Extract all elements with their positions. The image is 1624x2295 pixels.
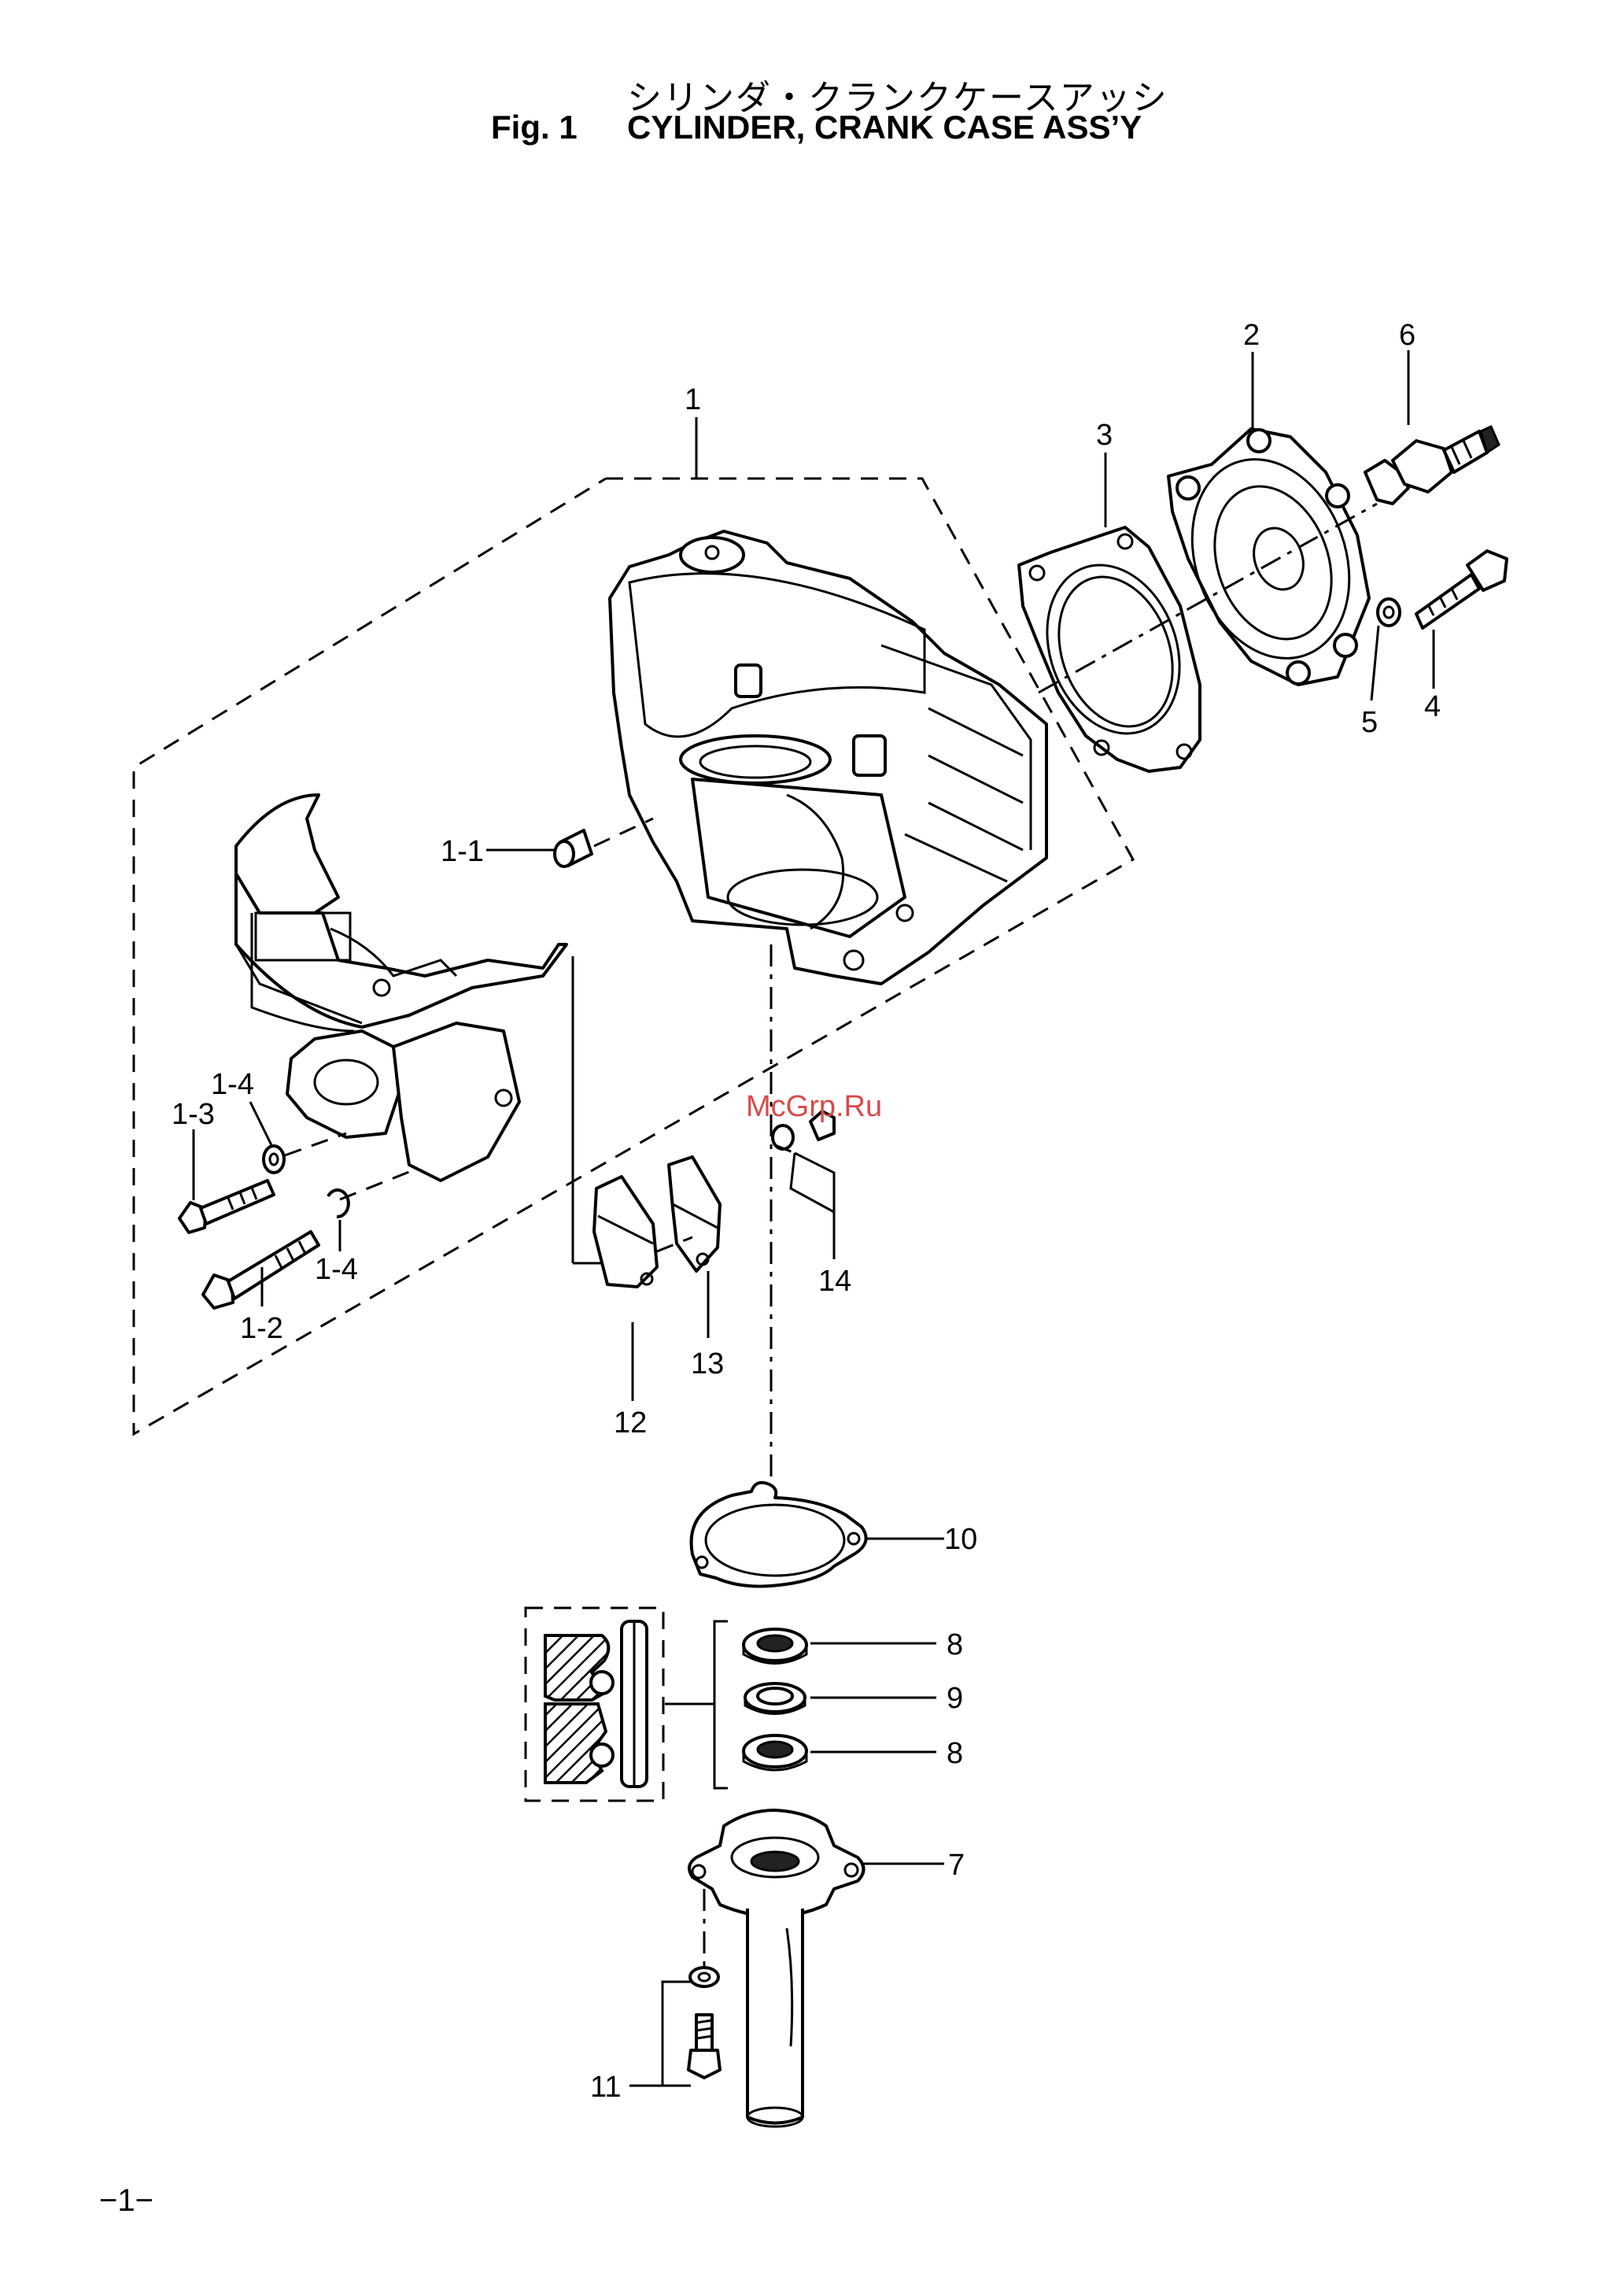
callout-12: 12 bbox=[614, 1406, 647, 1439]
callout-7: 7 bbox=[948, 1849, 965, 1882]
bracket-11 bbox=[663, 1982, 691, 2086]
washer-upper bbox=[264, 1133, 346, 1173]
callout-1: 1 bbox=[685, 383, 701, 416]
callout-8-lower: 8 bbox=[947, 1737, 963, 1770]
bearing-housing-gasket bbox=[692, 1483, 866, 1587]
page-number: −1− bbox=[99, 2183, 153, 2219]
spark-plug bbox=[1365, 427, 1499, 504]
callout-11: 11 bbox=[590, 2071, 621, 2104]
spacer-ring bbox=[745, 1683, 805, 1714]
head-bolt bbox=[1416, 551, 1507, 628]
callout-8-upper: 8 bbox=[947, 1628, 963, 1661]
leader-5 bbox=[1371, 626, 1379, 700]
callout-1-3: 1-3 bbox=[172, 1098, 215, 1131]
oil-seal-upper bbox=[744, 1629, 806, 1664]
callout-13: 13 bbox=[691, 1347, 724, 1380]
callout-1-4-upper: 1-4 bbox=[211, 1068, 254, 1101]
callout-4: 4 bbox=[1424, 690, 1441, 723]
reed-screw bbox=[773, 1111, 834, 1212]
callout-1-4-lower: 1-4 bbox=[315, 1253, 358, 1286]
callout-14: 14 bbox=[818, 1265, 851, 1298]
housing-bolt bbox=[688, 1889, 720, 2078]
callout-9: 9 bbox=[947, 1682, 963, 1715]
lower-bearing-housing bbox=[689, 1810, 864, 2127]
callout-1-2: 1-2 bbox=[240, 1312, 283, 1345]
crank-case-body bbox=[610, 531, 1046, 984]
reed-valve-plate bbox=[573, 956, 657, 1287]
crank-case-lower-half bbox=[236, 795, 567, 1181]
callout-5: 5 bbox=[1361, 706, 1378, 739]
cylinder-head bbox=[1165, 429, 1375, 685]
washer-lower bbox=[328, 1169, 417, 1217]
oil-seal-lower bbox=[744, 1735, 806, 1770]
leader-1-4a bbox=[250, 1102, 271, 1145]
callout-6: 6 bbox=[1399, 319, 1415, 352]
reed-stopper bbox=[657, 1157, 720, 1271]
callout-3: 3 bbox=[1096, 419, 1113, 452]
callout-10: 10 bbox=[944, 1523, 977, 1556]
watermark-text: McGrp.Ru bbox=[746, 1090, 882, 1124]
seal-section-detail bbox=[526, 1608, 728, 1801]
dowel-pin bbox=[555, 819, 653, 867]
callout-1-1: 1-1 bbox=[441, 835, 484, 868]
head-bolt-washer bbox=[1378, 599, 1400, 626]
callout-2: 2 bbox=[1243, 319, 1260, 352]
